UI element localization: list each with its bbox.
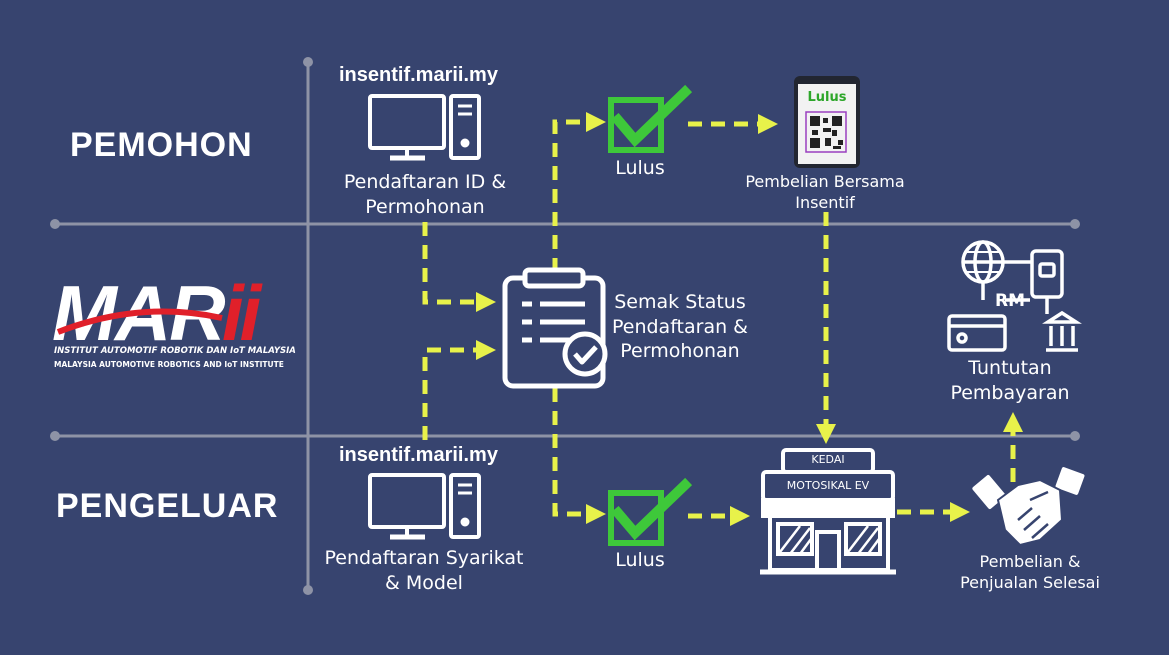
check-status-line: Permohonan [620,340,740,363]
handshake-icon [972,467,1085,547]
shop-sign-main: MOTOSIKAL EV [786,479,870,492]
shop-icon [760,448,896,575]
arrow-applicant-to-check [422,222,496,312]
grid-dot [303,585,313,595]
clipboard-check-icon [502,267,608,389]
approved-label-bottom: Lulus [615,549,665,571]
phone-approved-badge: Lulus [807,90,847,105]
approved-label-top: Lulus [615,157,665,179]
arrow-check-to-approved-top [552,112,606,272]
logo-subtitle-english: MALAYSIA AUTOMOTIVE ROBOTICS AND IoT INS… [54,360,284,369]
approved-check-icon [608,477,693,546]
grid-dot [1070,431,1080,441]
currency-label: RM [994,291,1025,311]
deal-caption: Pembelian & Penjualan Selesai [940,552,1120,594]
applicant-caption: Pendaftaran ID & Permohonan [330,170,520,219]
marii-logo: MAR ii [52,269,267,357]
computer-icon [368,94,481,161]
grid-dot [1070,219,1080,229]
approved-check-icon [608,84,693,153]
deal-caption-line: Pembelian & [979,552,1081,571]
purchase-caption-line: Pembelian Bersama [745,172,905,191]
arrow-manufacturer-to-check [422,340,496,440]
claim-caption: Tuntutan Pembayaran [940,356,1080,405]
svg-text:ii: ii [222,269,263,357]
shop-sign-top: KEDAI [811,453,845,466]
manufacturer-caption-line: Pendaftaran Syarikat [324,547,524,569]
phone-qr-icon [794,76,860,168]
check-status-line: Pendaftaran & [611,315,748,338]
row-label-applicant: PEMOHON [70,126,253,164]
row-label-manufacturer: PENGELUAR [56,487,279,525]
purchase-caption: Pembelian Bersama Insentif [730,172,920,214]
payment-claim-icon [947,240,1082,352]
manufacturer-url: insentif.marii.my [339,444,498,466]
manufacturer-caption: Pendaftaran Syarikat & Model [312,546,536,595]
check-status-line: Semak Status [614,291,746,313]
check-status-caption: Semak Status Pendaftaran & Permohonan [600,290,760,364]
arrow-check-to-approved-bottom [552,388,606,524]
deal-caption-line: Penjualan Selesai [960,572,1100,592]
computer-icon [368,473,481,540]
claim-caption-line: Pembayaran [950,381,1070,404]
purchase-caption-line: Insentif [795,192,855,212]
applicant-url: insentif.marii.my [339,64,498,86]
applicant-caption-line: Pendaftaran ID & [343,171,507,193]
grid-dot [50,431,60,441]
grid-dot [303,57,313,67]
grid-dot [50,219,60,229]
grid-lines [55,62,1075,590]
flow-arrows [422,112,1023,526]
applicant-caption-line: Permohonan [365,195,485,218]
manufacturer-caption-line: & Model [385,571,463,594]
claim-caption-line: Tuntutan [968,357,1052,379]
logo-subtitle-malay: INSTITUT AUTOMOTIF ROBOTIK DAN IoT MALAY… [54,346,296,356]
